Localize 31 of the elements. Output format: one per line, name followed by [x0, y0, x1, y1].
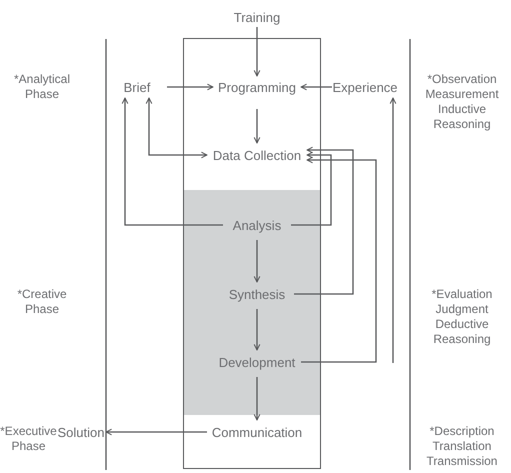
arrow	[254, 309, 260, 350]
arrow	[106, 428, 207, 436]
arrow	[390, 98, 396, 363]
step-label: Solution	[59, 424, 103, 440]
arrow	[300, 84, 332, 90]
step-label: Analysis	[229, 217, 285, 233]
phase-note: *Observation Measurement Inductive Reasoning	[424, 72, 500, 132]
step-label: Development	[217, 354, 297, 370]
arrow	[254, 377, 260, 420]
arrow	[122, 98, 223, 226]
phase-note: *Evaluation Judgment Deductive Reasoning	[430, 287, 494, 347]
arrow	[254, 27, 260, 76]
step-label: Programming	[216, 79, 298, 95]
arrow	[167, 84, 214, 90]
step-label: Brief	[121, 79, 153, 95]
arrow	[254, 240, 260, 282]
arrow	[146, 98, 208, 158]
phase-note: *Creative Phase	[16, 287, 68, 317]
frame-box	[183, 38, 321, 469]
step-label: Experience	[332, 79, 398, 95]
arrow	[254, 109, 260, 144]
arrow	[301, 156, 377, 363]
step-label: Communication	[209, 424, 305, 440]
step-label: Synthesis	[226, 286, 288, 302]
phase-note: *Analytical Phase	[12, 72, 72, 102]
arrow	[291, 152, 332, 226]
arrow	[294, 146, 354, 295]
step-label: Data Collection	[209, 147, 305, 163]
phase-note: *Executive Phase	[0, 424, 57, 454]
phase-note: *Description Translation Transmission	[426, 424, 498, 469]
step-label: Training	[228, 9, 286, 25]
